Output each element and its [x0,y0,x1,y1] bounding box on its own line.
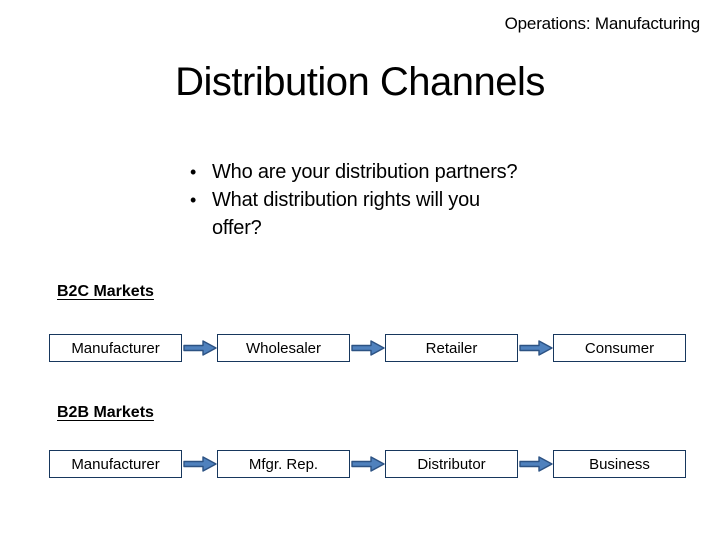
chain-box-manufacturer: Manufacturer [49,450,182,478]
chain-box-retailer: Retailer [385,334,518,362]
arrow-right-icon [182,339,217,357]
bullet-line: Who are your distribution partners? [212,161,518,183]
bullet-line: What distribution rights will you [212,189,480,211]
section-label-b2b: B2B Markets [57,404,154,421]
chain-box-business: Business [553,450,686,478]
bullet-line: offer? [212,217,262,239]
chain-box-wholesaler: Wholesaler [217,334,350,362]
page-title: Distribution Channels [175,60,545,104]
arrow-right-icon [518,339,553,357]
chain-box-distributor: Distributor [385,450,518,478]
bullet-item: • What distribution rights will you offe… [190,186,580,242]
chain-box-manufacturer: Manufacturer [49,334,182,362]
arrow-right-icon [182,455,217,473]
arrow-right-icon [350,339,385,357]
slide-header: Operations: Manufacturing [504,14,701,33]
chain-row-b2c: Manufacturer Wholesaler Retailer Consume… [49,334,686,362]
arrow-right-icon [518,455,553,473]
chain-row-b2b: Manufacturer Mfgr. Rep. Distributor Busi… [49,450,686,478]
bullet-dot-icon: • [190,162,197,182]
chain-box-consumer: Consumer [553,334,686,362]
section-label-b2c: B2C Markets [57,283,154,300]
arrow-right-icon [350,455,385,473]
chain-box-mfgr-rep: Mfgr. Rep. [217,450,350,478]
bullet-dot-icon: • [190,190,197,210]
bullet-item: • Who are your distribution partners? [190,158,580,186]
bullet-text: What distribution rights will you offer? [212,186,580,242]
bullet-list: • Who are your distribution partners? • … [190,158,580,242]
bullet-text: Who are your distribution partners? [212,158,580,186]
